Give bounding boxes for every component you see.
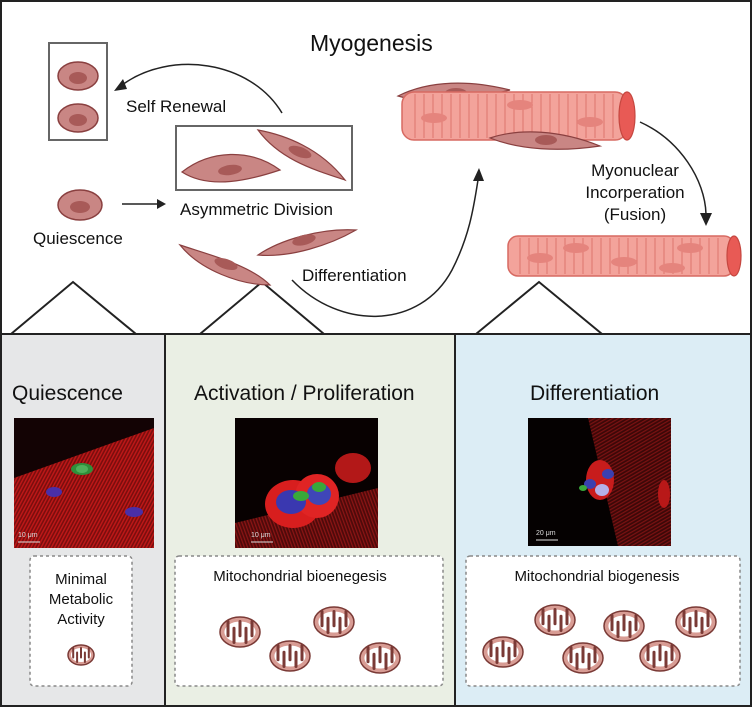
nucleus-icon	[292, 234, 316, 246]
fusion-label-line: Incorperation	[585, 183, 685, 202]
mitochondrion-icon	[482, 636, 524, 668]
panel-title-quiescence: Quiescence	[12, 382, 123, 405]
scale-bar-label: 10 μm	[251, 532, 271, 539]
arrow-differentiation	[291, 179, 479, 318]
mitochondrion-icon	[219, 616, 261, 648]
micrograph-differentiation: 20 μm	[528, 418, 671, 546]
nucleus-icon	[70, 201, 90, 213]
myofiber-bundle-icon	[396, 82, 636, 150]
nucleus-icon	[69, 72, 87, 84]
arrow-fusion	[639, 121, 707, 215]
self-renewal-box	[48, 42, 108, 141]
metabolic-text-line: Metabolic	[48, 591, 114, 608]
caret-quiescence	[10, 280, 137, 335]
panel-title-activation: Activation / Proliferation	[194, 382, 415, 405]
diagram-title: Myogenesis	[310, 30, 433, 56]
metabolic-box-quiescence	[29, 555, 133, 687]
scale-bar-label: 10 μm	[18, 532, 38, 539]
mitochondrion-icon	[562, 642, 604, 674]
arrowhead-icon	[473, 168, 484, 181]
metabolic-text-quiescence: Minimal Metabolic Activity	[30, 570, 132, 630]
mitochondrion-icon	[359, 642, 401, 674]
mitochondrion-icon	[67, 644, 95, 666]
fusion-label-line: Myonuclear	[591, 161, 679, 180]
metabolic-text-line: Activity	[57, 611, 105, 628]
panel-title-differentiation: Differentiation	[530, 382, 660, 405]
caret-differentiation	[475, 280, 603, 335]
nucleus-icon	[288, 145, 312, 159]
myogenesis-panel	[0, 0, 752, 335]
myofiber-icon	[507, 235, 742, 277]
mitochondrion-icon	[313, 606, 355, 638]
metabolic-text-activation: Mitochondrial bioenegesis	[213, 568, 387, 585]
arrowhead-icon	[157, 199, 166, 209]
differentiation-arrow-label: Differentiation	[302, 266, 407, 285]
arrowhead-icon	[114, 79, 127, 91]
mitochondrion-icon	[269, 640, 311, 672]
quiescence-label: Quiescence	[33, 229, 123, 248]
arrow-self-renewal	[121, 63, 283, 114]
micrograph-activation: 10 μm	[235, 418, 378, 548]
nucleus-icon	[69, 114, 87, 126]
mitochondrion-icon	[534, 604, 576, 636]
nucleus-icon	[214, 257, 238, 271]
arrowhead-icon	[700, 213, 712, 226]
metabolic-text-line: Minimal	[55, 571, 107, 588]
metabolic-text-differentiation: Mitochondrial biogenesis	[514, 568, 680, 585]
fusion-label: Myonuclear Incorperation (Fusion)	[560, 160, 710, 226]
mitochondrion-icon	[639, 640, 681, 672]
asymmetric-division-label: Asymmetric Division	[180, 200, 334, 219]
self-renewal-label: Self Renewal	[126, 97, 227, 116]
scale-bar-label: 20 μm	[536, 530, 556, 537]
nucleus-icon	[218, 164, 242, 176]
micrograph-quiescence: 10 μm	[14, 418, 154, 548]
asymmetric-division-box	[175, 125, 353, 191]
fusion-label-line: (Fusion)	[603, 205, 667, 224]
mitochondrion-icon	[603, 610, 645, 642]
mitochondrion-icon	[675, 606, 717, 638]
